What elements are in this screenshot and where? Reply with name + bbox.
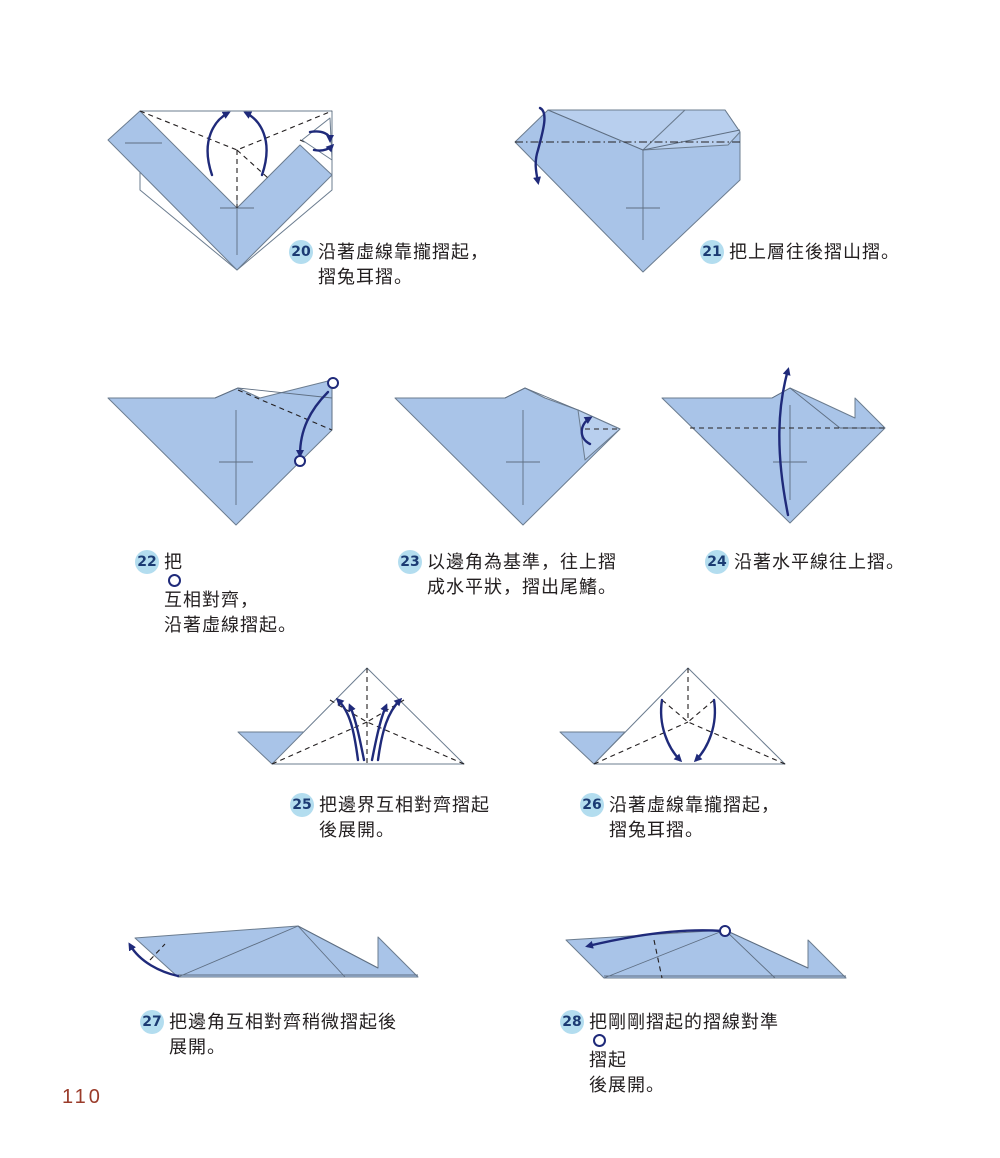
step-number-badge: 20 [289, 240, 313, 264]
step-26-line-1: 沿著虛線靠攏摺起， [609, 795, 780, 816]
circle-marker-icon [593, 1034, 606, 1047]
step-22-line-1-before: 把 [164, 552, 183, 573]
step-27-line-1: 把邊角互相對齊稍微摺起後 [169, 1012, 397, 1033]
step-number-badge: 27 [140, 1010, 164, 1034]
step-20-text: 20 沿著虛線靠攏摺起， 摺兔耳摺。 [289, 240, 489, 290]
step-25-diagram [237, 667, 465, 765]
circle-marker-icon [168, 574, 181, 587]
step-20-line-2: 摺兔耳摺。 [318, 267, 413, 288]
step-number-badge: 22 [135, 550, 159, 574]
step-23-line-2: 成水平狀，摺出尾鰭。 [427, 577, 617, 598]
step-21-text: 21 把上層往後摺山摺。 [700, 240, 900, 265]
step-number-badge: 28 [560, 1010, 584, 1034]
step-22-line-1: 把互相對齊， [164, 550, 297, 613]
step-25-text: 25 把邊界互相對齊摺起 後展開。 [290, 793, 490, 843]
step-25-line-2: 後展開。 [319, 820, 395, 841]
step-28-line-1: 把剛剛摺起的摺線對準摺起 [589, 1010, 779, 1073]
step-22-line-1-after: 互相對齊， [164, 590, 259, 611]
step-28-line-2: 後展開。 [589, 1075, 665, 1096]
step-28-line-1-before: 把剛剛摺起的摺線對準 [589, 1012, 779, 1033]
step-28-line-1-after: 摺起 [589, 1050, 627, 1071]
step-20-diagram [107, 110, 335, 271]
step-23-line-1: 以邊角為基準，往上摺 [427, 552, 617, 573]
step-24-text: 24 沿著水平線往上摺。 [705, 550, 905, 575]
step-27-text: 27 把邊角互相對齊稍微摺起後 展開。 [140, 1010, 397, 1060]
step-28-diagram [565, 925, 847, 979]
step-number-badge: 26 [580, 793, 604, 817]
step-24-line-1: 沿著水平線往上摺。 [734, 552, 905, 573]
page-number: 110 [62, 1086, 103, 1108]
step-23-text: 23 以邊角為基準，往上摺 成水平狀，摺出尾鰭。 [398, 550, 617, 600]
step-number-badge: 25 [290, 793, 314, 817]
step-26-line-2: 摺兔耳摺。 [609, 820, 704, 841]
step-22-text: 22 把互相對齊， 沿著虛線摺起。 [135, 550, 297, 638]
step-27-diagram [128, 925, 419, 978]
step-28-text: 28 把剛剛摺起的摺線對準摺起 後展開。 [560, 1010, 779, 1098]
step-22-diagram [107, 377, 339, 526]
step-21-diagram [514, 106, 741, 273]
step-23-diagram [394, 387, 621, 526]
step-number-badge: 24 [705, 550, 729, 574]
step-21-line-1: 把上層往後摺山摺。 [729, 242, 900, 263]
step-24-diagram [661, 367, 886, 524]
step-26-text: 26 沿著虛線靠攏摺起， 摺兔耳摺。 [580, 793, 780, 843]
step-26-diagram [559, 667, 786, 765]
step-number-badge: 21 [700, 240, 724, 264]
step-20-line-1: 沿著虛線靠攏摺起， [318, 242, 489, 263]
step-22-line-2: 沿著虛線摺起。 [164, 615, 297, 636]
step-number-badge: 23 [398, 550, 422, 574]
step-27-line-2: 展開。 [169, 1037, 226, 1058]
step-25-line-1: 把邊界互相對齊摺起 [319, 795, 490, 816]
